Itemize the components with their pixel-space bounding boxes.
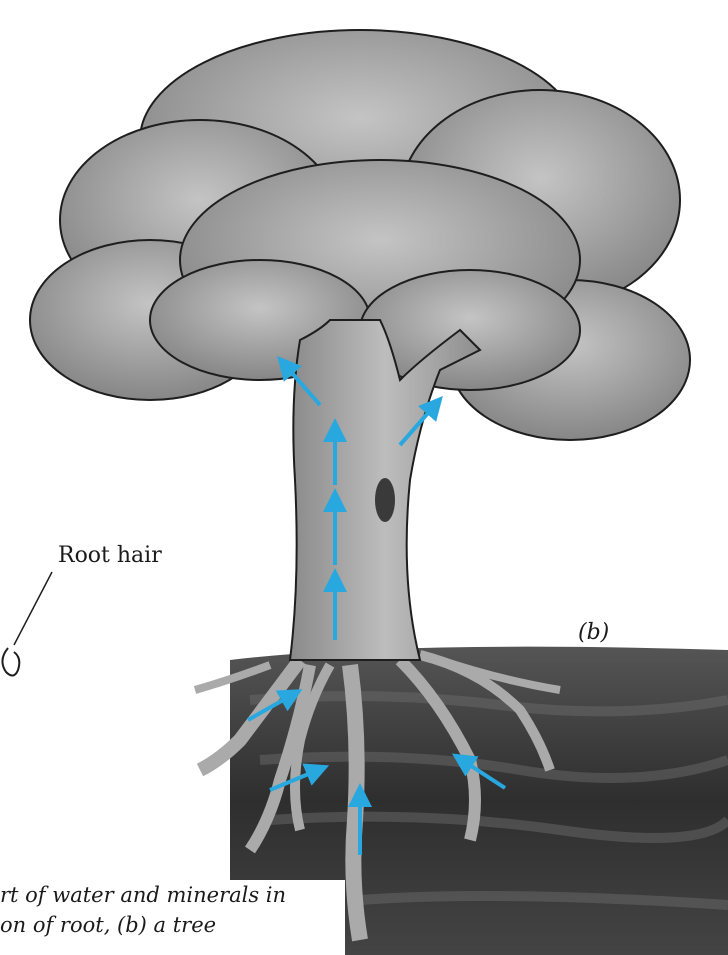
panel-label: (b) (578, 620, 609, 645)
trunk-knot (375, 478, 395, 522)
root-hair-label: Root hair (58, 543, 162, 568)
root-hair-pointer (14, 572, 52, 645)
root-hair-icon (2, 648, 19, 676)
figure-caption: rt of water and minerals in on of root, … (0, 880, 340, 955)
caption-line-2: on of root, (b) a tree (0, 910, 340, 940)
caption-line-1: rt of water and minerals in (0, 880, 340, 910)
